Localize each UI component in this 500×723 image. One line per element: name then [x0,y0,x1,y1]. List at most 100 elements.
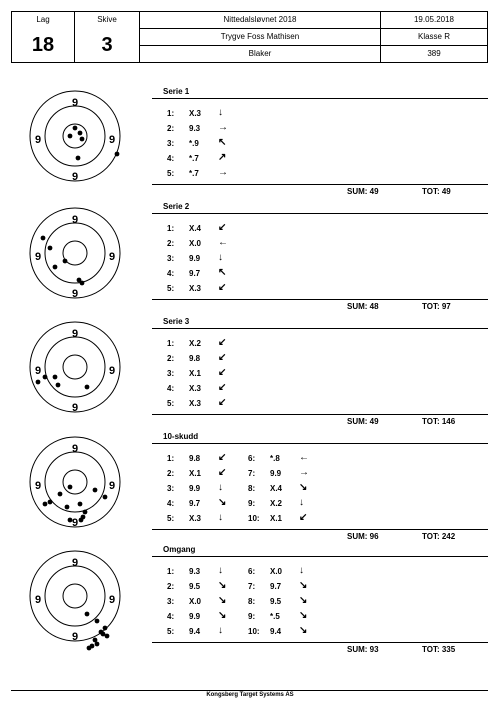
shot-score: X.1 [270,514,283,523]
target-ring-number: 9 [72,443,78,455]
shot-direction-arrow-icon: ← [299,452,309,463]
shot-number: 8: [248,597,256,606]
shot-number: 1: [167,339,175,348]
result-header-table: Lag 18 Skive 3 Nittedalsløvnet 2018 19.0… [11,11,488,63]
target-ring-number: 9 [109,251,115,263]
shot-direction-arrow-icon: ↙ [299,512,308,523]
target-ring [44,565,106,627]
series-title-rule [152,556,488,557]
lag-label: Lag [36,15,50,24]
shot-score: 9.7 [189,499,201,508]
shot-mark [78,517,84,523]
shot-direction-arrow-icon: ↓ [218,107,223,118]
shot-score: 9.9 [189,612,201,621]
series-sum: SUM: 93 [347,645,379,654]
series-sum: SUM: 49 [347,187,379,196]
shot-score: 9.5 [270,597,282,606]
shot-direction-arrow-icon: ↘ [299,625,308,636]
shot-mark [62,258,68,264]
shot-direction-arrow-icon: ↘ [299,580,308,591]
target-ring-number: 9 [72,214,78,226]
target-ring-number: 9 [35,251,41,263]
shot-mark [76,277,82,283]
shot-score: 9.9 [270,469,282,478]
shot-mark [64,504,70,510]
shot-score: X.3 [189,384,202,393]
event-name: Nittedalsløvnet 2018 [223,15,297,24]
target-ring-number: 9 [72,631,78,643]
shot-number: 4: [167,384,175,393]
target-ring [29,550,121,642]
shot-number: 2: [167,124,175,133]
shot-score: X.4 [270,484,283,493]
shot-mark [79,280,85,286]
lag-value: 18 [31,34,55,56]
shot-number: 10: [248,514,260,523]
running-total: TOT: 242 [422,532,456,541]
shot-mark [35,379,41,385]
shot-number: 6: [248,567,256,576]
shot-score: X.2 [189,339,202,348]
shot-number: 7: [248,469,256,478]
footer-text: Kongsberg Target Systems AS [206,692,294,698]
shot-direction-arrow-icon: ↙ [218,467,227,478]
shot-score: X.0 [189,597,202,606]
shot-number: 5: [167,399,175,408]
shot-mark [102,625,108,631]
shot-direction-arrow-icon: ↓ [218,482,223,493]
shot-number: 2: [167,354,175,363]
target-ring [44,105,106,167]
target-ring-number: 9 [109,594,115,606]
target-ring [62,354,88,380]
target-ring [62,469,88,495]
shot-mark [47,499,53,505]
shot-direction-arrow-icon: ↘ [218,610,227,621]
shot-mark [82,509,88,515]
target-ring-number: 9 [109,365,115,377]
running-total: TOT: 97 [422,302,451,311]
shot-score: 9.7 [189,269,201,278]
target-ring-number: 9 [72,288,78,300]
shot-number: 7: [248,582,256,591]
target-ring-number: 9 [72,517,78,529]
shot-number: 6: [248,454,256,463]
shot-direction-arrow-icon: ↙ [218,352,227,363]
shot-score: 9.5 [189,582,201,591]
shot-score: *.9 [189,139,199,148]
shot-mark [92,487,98,493]
shot-number: 3: [167,597,175,606]
shot-score: X.1 [189,469,202,478]
shot-direction-arrow-icon: ↘ [299,482,308,493]
shooter-class: Klasse R [417,32,450,41]
shot-mark [77,501,83,507]
target-ring-number: 9 [35,480,41,492]
shot-score: X.3 [189,399,202,408]
shot-mark [100,631,106,637]
shot-mark [104,633,110,639]
series-sum-rule [152,414,488,415]
shot-score: 9.8 [189,454,201,463]
shot-mark [72,125,78,131]
shot-direction-arrow-icon: ↙ [218,382,227,393]
skive-value: 3 [101,34,113,56]
shot-mark [94,641,100,647]
shot-score: X.3 [189,514,202,523]
shot-number: 1: [167,224,175,233]
target-ring [62,240,88,266]
shot-mark [92,637,98,643]
shot-score: 9.9 [189,484,201,493]
shot-direction-arrow-icon: ↓ [218,565,223,576]
shot-number: 4: [167,499,175,508]
shot-mark [67,517,73,523]
shot-number: 4: [167,269,175,278]
shot-direction-arrow-icon: ↓ [218,625,223,636]
target-ring-number: 9 [35,594,41,606]
shot-score: X.3 [189,284,202,293]
target-ring [29,321,121,413]
target-ring [62,583,88,609]
event-date: 19.05.2018 [413,15,455,24]
target-ring-number: 9 [72,171,78,183]
shot-number: 2: [167,582,175,591]
